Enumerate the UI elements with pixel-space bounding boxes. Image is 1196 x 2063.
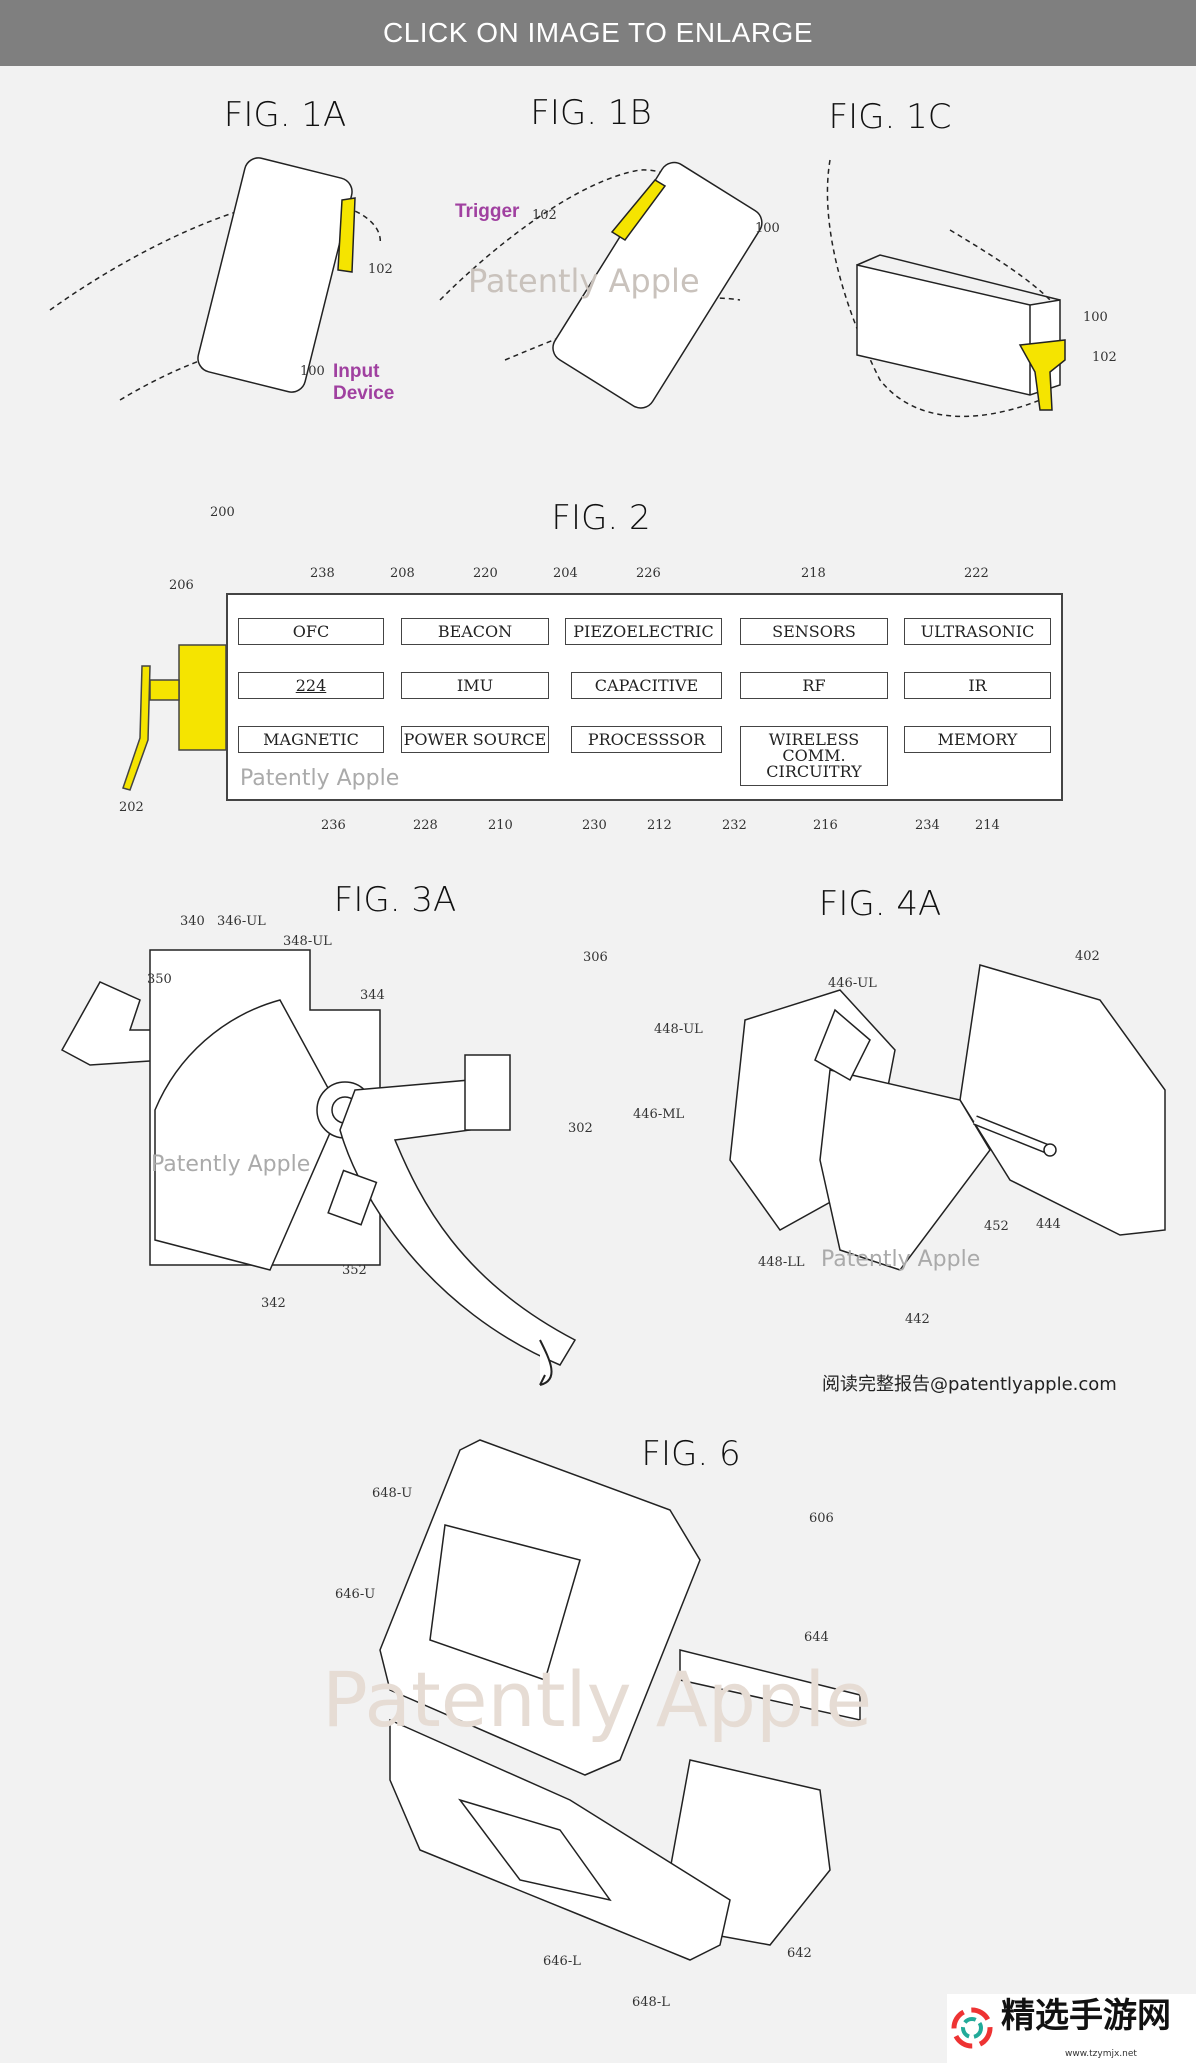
ref-label: 230 bbox=[582, 818, 607, 833]
ref-label: 228 bbox=[413, 818, 438, 833]
ref-label: 100 bbox=[1083, 310, 1108, 325]
ref-label: 344 bbox=[360, 988, 385, 1003]
fig2-trigger-drawing bbox=[122, 594, 413, 791]
ref-label: 452 bbox=[984, 1219, 1009, 1234]
block-ir: IR bbox=[904, 672, 1051, 699]
ref-label: 206 bbox=[169, 578, 194, 593]
watermark: Patently Apple bbox=[322, 1655, 873, 1744]
fig3a-drawing bbox=[60, 949, 577, 1386]
callout-line: Device bbox=[333, 383, 395, 404]
ref-label: 444 bbox=[1036, 1217, 1061, 1232]
ref-label: 102 bbox=[1092, 350, 1117, 365]
ref-label: 648-L bbox=[632, 1995, 670, 2010]
watermark: Patently Apple bbox=[151, 1152, 311, 1177]
fig1c-title: FIG. 1C bbox=[828, 97, 952, 137]
ref-label: 446-ML bbox=[633, 1107, 685, 1122]
logo-text: 精选手游网 bbox=[1001, 1996, 1171, 2036]
ref-label: 222 bbox=[964, 566, 989, 581]
block-magnetic: MAGNETIC bbox=[238, 726, 384, 753]
ref-label: 100 bbox=[300, 364, 325, 379]
block-power-source: POWER SOURCE bbox=[401, 726, 549, 753]
watermark: Patently Apple bbox=[240, 766, 400, 791]
fig6-drawing bbox=[379, 1439, 861, 1961]
enlarge-banner[interactable]: CLICK ON IMAGE TO ENLARGE bbox=[0, 0, 1196, 66]
ref-label: 350 bbox=[147, 972, 172, 987]
block-processor: PROCESSSOR bbox=[571, 726, 722, 753]
watermark: Patently Apple bbox=[821, 1247, 981, 1272]
ref-label: 352 bbox=[342, 1263, 367, 1278]
block-ultrasonic: ULTRASONIC bbox=[904, 618, 1051, 645]
fig1a-title: FIG. 1A bbox=[223, 95, 347, 135]
fig1b-drawing bbox=[439, 161, 763, 409]
block-ofc: OFC bbox=[238, 618, 384, 645]
ref-label: 642 bbox=[787, 1946, 812, 1961]
ref-label: 216 bbox=[813, 818, 838, 833]
fig1c-drawing bbox=[826, 159, 1066, 418]
ref-label: 348-UL bbox=[283, 934, 332, 949]
ref-label: 218 bbox=[801, 566, 826, 581]
ref-label: 202 bbox=[119, 800, 144, 815]
ref-label: 442 bbox=[905, 1312, 930, 1327]
fig4a-title: FIG. 4A bbox=[818, 884, 942, 924]
fig3a-title: FIG. 3A bbox=[333, 880, 457, 920]
ref-label: 234 bbox=[915, 818, 940, 833]
ref-label: 100 bbox=[755, 221, 780, 236]
ref-label: 214 bbox=[975, 818, 1000, 833]
ref-label: 446-UL bbox=[828, 976, 877, 991]
block-imu: IMU bbox=[401, 672, 549, 699]
block-memory: MEMORY bbox=[904, 726, 1051, 753]
block-sensors: SENSORS bbox=[740, 618, 888, 645]
ref-label: 226 bbox=[636, 566, 661, 581]
ref-label: 102 bbox=[532, 208, 557, 223]
block-capacitive: CAPACITIVE bbox=[571, 672, 722, 699]
watermark: Patently Apple bbox=[468, 262, 700, 300]
ref-label: 342 bbox=[261, 1296, 286, 1311]
source-note: 阅读完整报告@patentlyapple.com bbox=[822, 1374, 1117, 1395]
ref-label: 200 bbox=[210, 505, 235, 520]
ref-label: 302 bbox=[568, 1121, 593, 1136]
ref-label: 606 bbox=[809, 1511, 834, 1526]
ref-label: 448-LL bbox=[758, 1255, 805, 1270]
fig2-title: FIG. 2 bbox=[551, 498, 651, 538]
ref-label: 306 bbox=[583, 950, 608, 965]
block-beacon: BEACON bbox=[401, 618, 549, 645]
ref-label: 402 bbox=[1075, 949, 1100, 964]
fig4a-drawing bbox=[729, 964, 1166, 1271]
ref-label: 236 bbox=[321, 818, 346, 833]
block-rf: RF bbox=[740, 672, 888, 699]
trigger-callout: Trigger bbox=[455, 201, 520, 222]
logo-url: www.tzymjx.net bbox=[1065, 2049, 1137, 2059]
ref-label: 648-U bbox=[372, 1486, 413, 1501]
ref-label: 204 bbox=[553, 566, 578, 581]
ref-label: 102 bbox=[368, 262, 393, 277]
ref-label: 646-U bbox=[335, 1587, 376, 1602]
logo-swirl-icon bbox=[951, 2007, 993, 2049]
ref-label: 340 bbox=[180, 914, 205, 929]
fig6-title: FIG. 6 bbox=[641, 1434, 741, 1474]
callout-line: Input bbox=[333, 361, 380, 382]
ref-label: 212 bbox=[647, 818, 672, 833]
fig1a-drawing bbox=[49, 157, 381, 401]
ref-label: 220 bbox=[473, 566, 498, 581]
block-piezoelectric: PIEZOELECTRIC bbox=[565, 618, 722, 645]
ref-label: 448-UL bbox=[654, 1022, 703, 1037]
block-wireless-comm: WIRELESS COMM. CIRCUITRY bbox=[740, 726, 888, 786]
fig1b-title: FIG. 1B bbox=[530, 93, 652, 133]
ref-label: 232 bbox=[722, 818, 747, 833]
block-224: 224 bbox=[238, 672, 384, 699]
ref-label: 208 bbox=[390, 566, 415, 581]
ref-label: 210 bbox=[488, 818, 513, 833]
ref-label: 646-L bbox=[543, 1954, 581, 1969]
site-logo[interactable]: 精选手游网 www.tzymjx.net bbox=[947, 1994, 1196, 2063]
ref-label: 346-UL bbox=[217, 914, 266, 929]
ref-label: 238 bbox=[310, 566, 335, 581]
ref-label: 644 bbox=[804, 1630, 829, 1645]
